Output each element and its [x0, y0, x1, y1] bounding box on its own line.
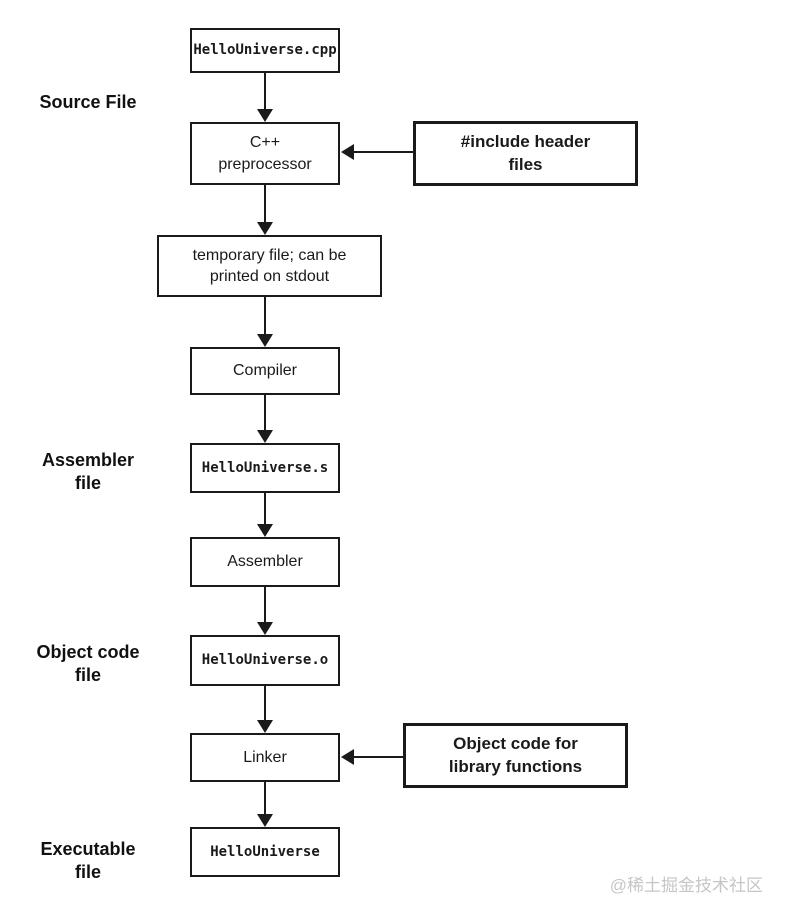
node-include-headers: #include header files [413, 121, 638, 186]
arrow-compiler-to-assembler-source [257, 395, 273, 443]
watermark: @稀土掘金技术社区 [609, 876, 763, 895]
arrow-assembler-source-to-assembler [257, 493, 273, 537]
stage-label-source-file: Source File [39, 92, 137, 112]
arrowhead-down-icon [257, 814, 273, 827]
arrow-temp-file-to-compiler [257, 297, 273, 347]
arrowhead-left-icon [341, 144, 354, 160]
arrow-line [353, 756, 403, 758]
arrow-line [264, 73, 266, 110]
node-library-objects: Object code for library functions [403, 723, 628, 788]
node-assembler: Assembler [190, 537, 340, 587]
arrow-line [264, 185, 266, 223]
arrow-line [264, 493, 266, 525]
arrowhead-left-icon [341, 749, 354, 765]
arrow-line [264, 782, 266, 815]
stage-label-assembler-file: Assembler file [41, 450, 135, 493]
arrow-source-to-preprocessor [257, 73, 273, 122]
arrowhead-down-icon [257, 222, 273, 235]
node-object-file: HelloUniverse.o [190, 635, 340, 686]
arrowhead-down-icon [257, 430, 273, 443]
arrowhead-down-icon [257, 720, 273, 733]
node-assembler-source: HelloUniverse.s [190, 443, 340, 493]
arrow-line [353, 151, 413, 153]
arrow-line [264, 587, 266, 623]
node-source-file: HelloUniverse.cpp [190, 28, 340, 73]
arrowhead-down-icon [257, 524, 273, 537]
arrow-line [264, 297, 266, 335]
arrowhead-down-icon [257, 622, 273, 635]
arrowhead-down-icon [257, 109, 273, 122]
arrow-line [264, 395, 266, 431]
arrow-line [264, 686, 266, 721]
arrow-assembler-to-object-file [257, 587, 273, 635]
arrow-include-headers-to-preprocessor [341, 144, 413, 160]
arrow-library-objects-to-linker [341, 749, 403, 765]
node-compiler: Compiler [190, 347, 340, 395]
node-temp-file: temporary file; can be printed on stdout [157, 235, 382, 297]
arrow-object-file-to-linker [257, 686, 273, 733]
node-executable: HelloUniverse [190, 827, 340, 877]
arrow-linker-to-executable [257, 782, 273, 827]
arrow-preprocessor-to-temp-file [257, 185, 273, 235]
stage-label-executable-file: Executable file [40, 839, 136, 882]
stage-label-object-code-file: Object code file [36, 642, 140, 685]
node-preprocessor: C++ preprocessor [190, 122, 340, 185]
node-linker: Linker [190, 733, 340, 782]
arrowhead-down-icon [257, 334, 273, 347]
